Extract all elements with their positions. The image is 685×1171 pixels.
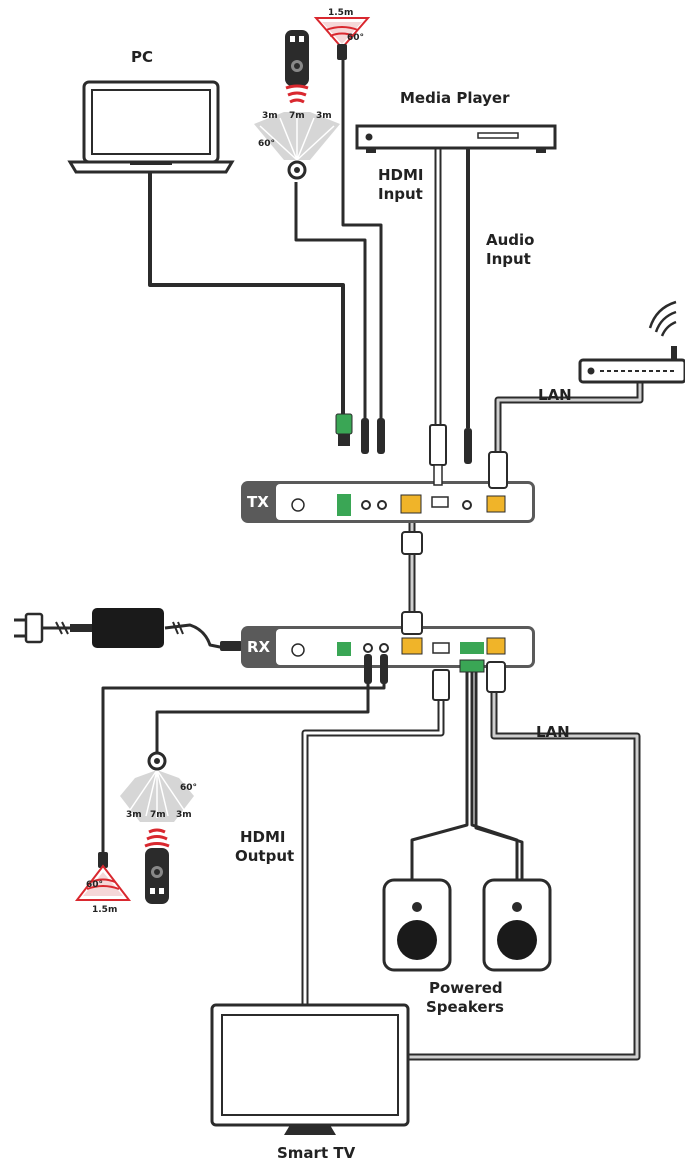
bottom-receiver-angle: 60° (180, 783, 197, 793)
audio-input-label-2: Input (486, 250, 531, 268)
rx-ir-receiver-cable (155, 660, 370, 752)
rx-speaker-terminal (460, 642, 484, 654)
bottom-receiver-right: 3m (176, 810, 192, 820)
rx-lan-port (486, 637, 506, 655)
tx-unit: TX (241, 481, 535, 523)
rx-hdmi-port (432, 642, 450, 654)
rx-ir-in-port (363, 643, 373, 653)
rx-rs232-terminal (337, 642, 351, 656)
bottom-emitter-distance: 1.5m (92, 905, 117, 915)
bottom-receiver-left: 3m (126, 810, 142, 820)
top-receiver-angle: 60° (258, 139, 275, 149)
pc-label: PC (131, 48, 153, 66)
rx-ir-out-port (379, 643, 389, 653)
powered-speakers-label-1: Powered (429, 979, 503, 997)
pc-laptop (67, 80, 235, 174)
speaker-left (382, 878, 452, 972)
remote-control-bottom (144, 828, 170, 904)
rx-power-port (291, 643, 305, 657)
ir-emitter-bottom (74, 852, 132, 901)
ir-emitter-top (313, 17, 371, 60)
smart-tv (210, 1003, 410, 1135)
tx-hdmi-port (431, 496, 449, 508)
rx-plugs (364, 611, 506, 701)
lan-label-top: LAN (538, 386, 572, 404)
router (578, 300, 685, 384)
tx-lan-port (486, 495, 506, 513)
hdmi-input-label-1: HDMI (378, 166, 424, 184)
tx-ir-in-port (361, 500, 371, 510)
tx-plugs (335, 413, 508, 555)
bottom-emitter-angle: 60° (86, 880, 103, 890)
top-receiver-left: 3m (262, 111, 278, 121)
smart-tv-label: Smart TV (277, 1144, 356, 1162)
top-emitter-distance: 1.5m (328, 8, 353, 18)
ir-receiver-bottom (120, 751, 194, 822)
audio-input-label-1: Audio (486, 231, 534, 249)
media-player (355, 124, 557, 153)
speaker-right (482, 878, 552, 972)
tx-ir-emitter-cable (341, 60, 383, 420)
rx-unit: RX (241, 626, 535, 668)
tx-rs232-terminal (337, 494, 351, 516)
top-receiver-right: 3m (316, 111, 332, 121)
tx-power-port (291, 498, 305, 512)
rx-hdbaset-port (401, 637, 423, 655)
hdmi-output-label-1: HDMI (240, 828, 286, 846)
cables (40, 60, 644, 1061)
bottom-receiver-center: 7m (150, 810, 166, 820)
hdmi-input-label-2: Input (378, 185, 423, 203)
speaker-cable-left (410, 672, 469, 880)
powered-speakers-label-2: Speakers (426, 998, 504, 1016)
power-supply (14, 608, 242, 651)
top-receiver-center: 7m (289, 111, 305, 121)
tx-ir-out-port (377, 500, 387, 510)
speaker-cable-right (474, 672, 524, 880)
remote-control-top (285, 30, 309, 104)
lan-cable-top (494, 372, 644, 456)
ir-receiver-top (254, 112, 340, 180)
rx-label: RX (247, 638, 271, 656)
hdmi-output-label-2: Output (235, 847, 294, 865)
tx-ir-receiver-cable (294, 182, 367, 420)
tx-audio-port (462, 500, 472, 510)
pc-control-cable (148, 170, 345, 418)
media-player-label: Media Player (400, 89, 510, 107)
tx-hdbaset-port (400, 494, 422, 514)
lan-label-bottom: LAN (536, 723, 570, 741)
top-emitter-angle: 60° (347, 33, 364, 43)
tx-label: TX (247, 493, 269, 511)
